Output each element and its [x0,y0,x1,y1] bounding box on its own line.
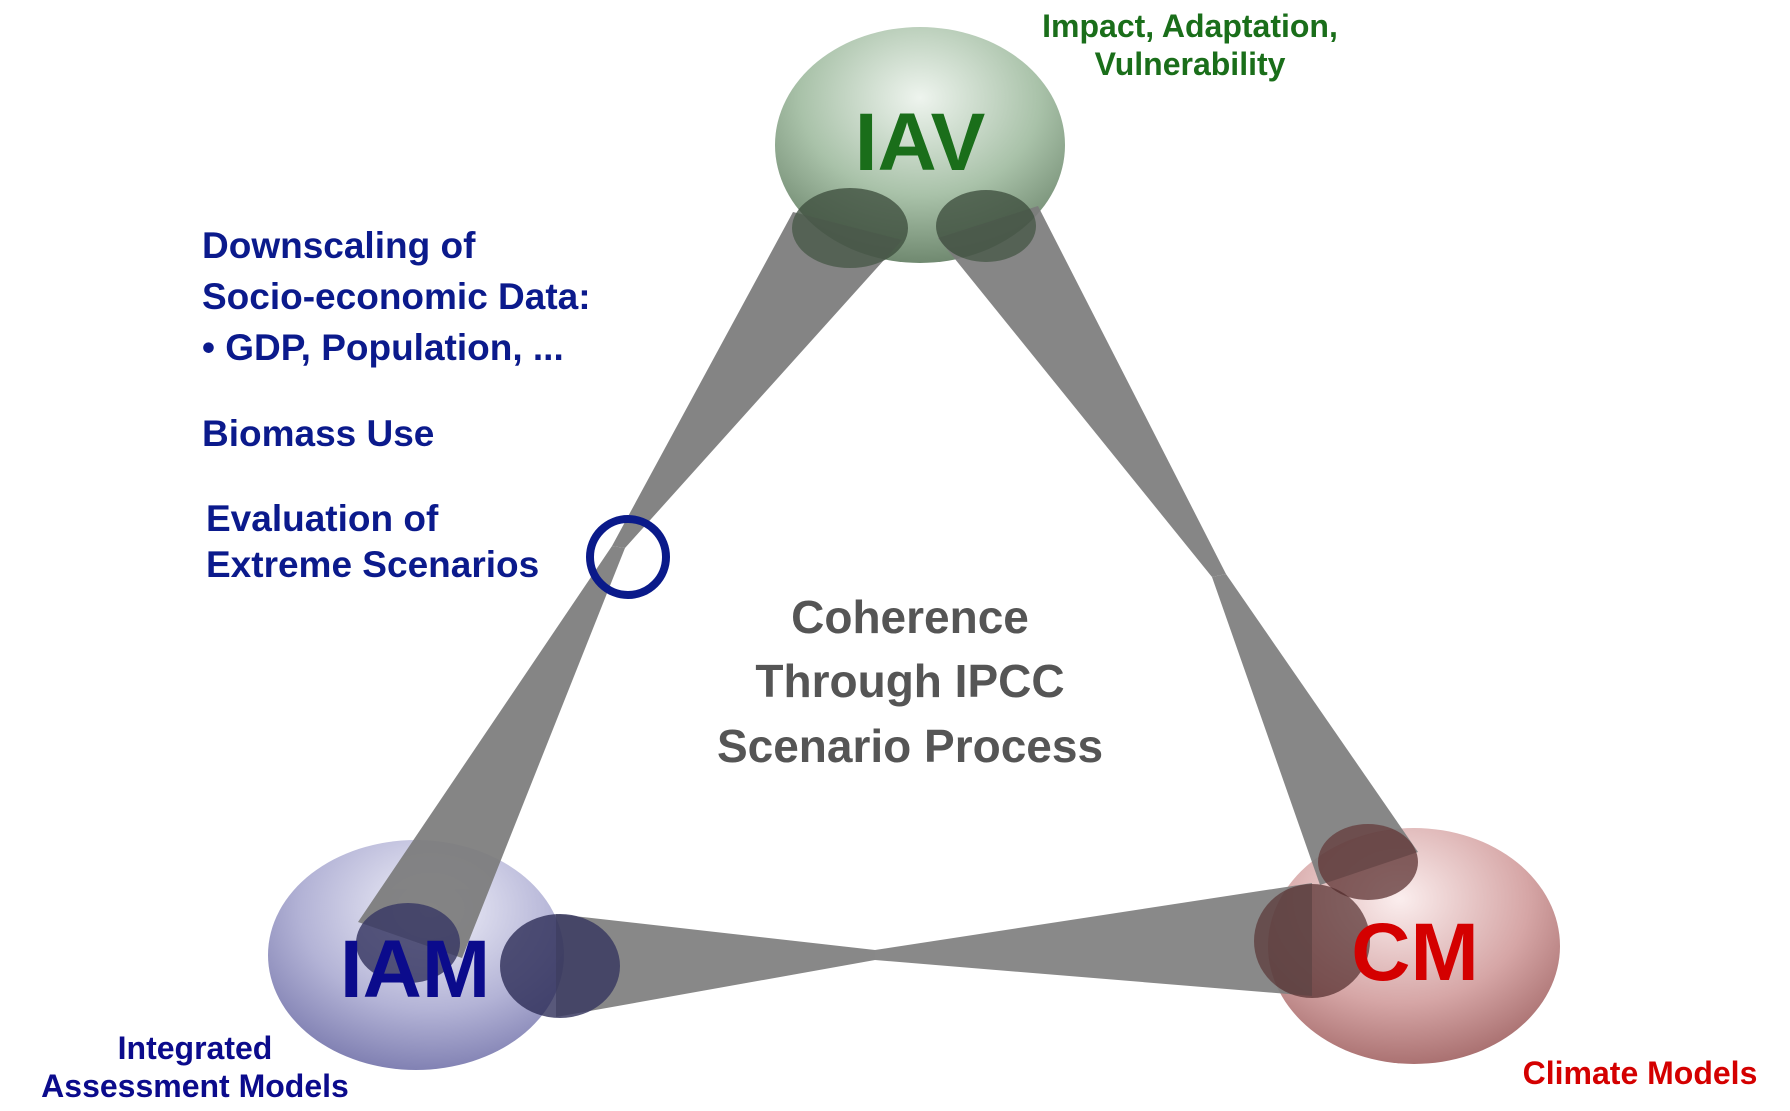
evaluation-annotation: Evaluation of Extreme Scenarios [206,496,539,589]
downscaling-line2: Socio-economic Data: [202,276,591,318]
cm-abbr: CM [1351,907,1479,998]
edge-iav-iam [356,188,908,983]
edge-iav-cm [936,190,1418,900]
iam-name: Integrated Assessment Models [0,1030,390,1106]
downscaling-line1: Downscaling of [202,225,476,266]
center-line3: Scenario Process [716,719,1104,772]
iam-name-line2: Assessment Models [41,1067,349,1104]
iav-abbr: IAV [854,97,986,188]
edge-iam-cm [500,883,1370,1018]
evaluation-marker-circle [586,515,670,599]
downscaling-annotation: Downscaling of Socio-economic Data: • GD… [202,220,591,373]
center-line1: Coherence [791,591,1029,643]
evaluation-line1: Evaluation of [206,498,439,539]
iav-name-line1: Impact, Adaptation, [1042,8,1338,44]
center-caption: Coherence Through IPCC Scenario Process [640,585,1180,778]
iam-abbr: IAM [339,924,491,1015]
downscaling-line3: • GDP, Population, ... [202,327,564,369]
evaluation-line2: Extreme Scenarios [206,544,540,586]
iam-name-line1: Integrated [117,1030,273,1066]
biomass-annotation: Biomass Use [202,413,435,454]
cm-name: Climate Models [1522,1055,1758,1091]
iav-name: Impact, Adaptation, Vulnerability [990,8,1390,84]
center-line2: Through IPCC [755,655,1065,708]
iav-name-line2: Vulnerability [1094,45,1286,82]
